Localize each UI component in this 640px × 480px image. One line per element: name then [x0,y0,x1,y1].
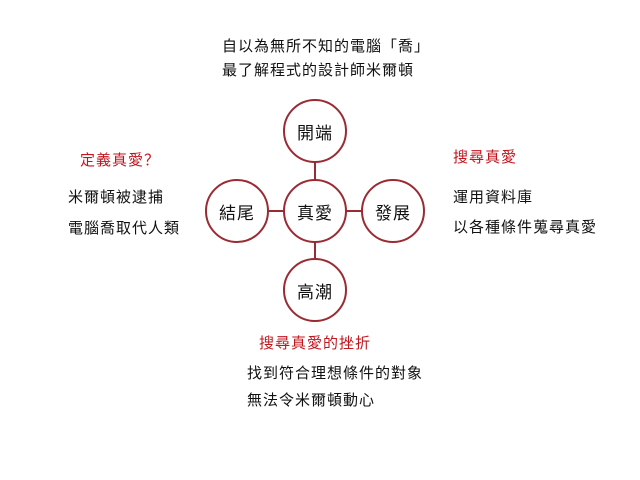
bottom-annotation-title: 搜尋真愛的挫折 [259,334,372,352]
node-bottom-label: 高潮 [297,282,333,303]
node-top-label: 開端 [297,123,333,144]
bottom-annotation-line-2: 無法令米爾頓動心 [247,391,376,409]
circle-right [361,179,425,243]
header-line-1: 自以為無所不知的電腦「喬」 [222,37,431,55]
left-annotation-title: 定義真愛？ [80,151,161,169]
circle-bottom [283,258,347,322]
left-annotation-line-1: 米爾頓被逮捕 [68,188,165,206]
left-annotation-line-2: 電腦喬取代人類 [68,219,181,237]
header-line-2: 最了解程式的設計師米爾頓 [222,61,415,79]
circle-top [283,99,347,163]
circle-left [205,179,269,243]
node-left-label: 結尾 [219,203,255,224]
right-annotation-line-2: 以各種條件蒐尋真愛 [453,218,598,236]
bottom-annotation-line-1: 找到符合理想條件的對象 [247,364,424,382]
circle-center [283,179,347,243]
node-right-label: 發展 [375,203,411,224]
right-annotation-line-1: 運用資料庫 [453,188,534,206]
right-annotation-title: 搜尋真愛 [453,148,518,166]
node-center-label: 真愛 [297,203,333,224]
